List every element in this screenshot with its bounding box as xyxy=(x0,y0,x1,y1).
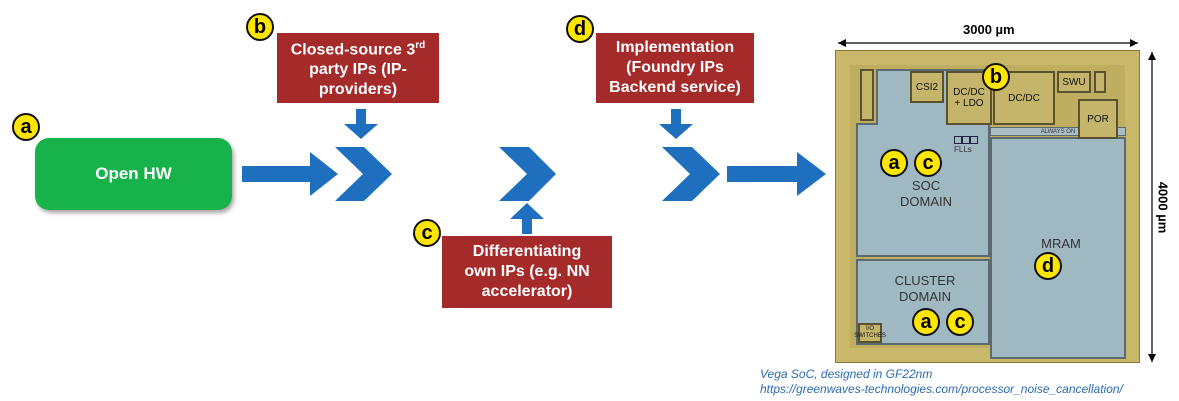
chip-block-tiny-right xyxy=(1094,71,1106,93)
badge-b: b xyxy=(246,13,274,41)
chip-badge-b: b xyxy=(982,63,1010,91)
dcdc-label: DC/DC xyxy=(1008,92,1040,104)
arrow-openhw-to-chevron1 xyxy=(242,152,338,196)
differentiating-line1: Differentiating xyxy=(472,243,582,260)
caption-line2: https://greenwaves-technologies.com/proc… xyxy=(760,382,1123,396)
implementation-box: Implementation (Foundry IPs Backend serv… xyxy=(596,33,754,103)
chip-badge-d-mram: d xyxy=(1034,252,1062,280)
differentiating-line2: own IPs (e.g. NN xyxy=(464,263,590,280)
dcdc-ldo-label: DC/DC + LDO xyxy=(953,87,985,109)
chip-block-tiny-left xyxy=(860,69,874,121)
chevron-1 xyxy=(335,147,392,201)
closed-source-line2: party IPs (IP- xyxy=(309,61,407,79)
fll-square-1 xyxy=(954,136,962,144)
chip-height-dimension xyxy=(1148,52,1156,362)
badge-c: c xyxy=(413,219,441,247)
always-on-label: ALWAYS ON xyxy=(1040,129,1076,135)
io-switches-label: I/O SWITCHES xyxy=(854,326,886,339)
chip-badge-a-soc: a xyxy=(880,149,908,177)
chip-badge-a-cluster: a xyxy=(912,308,940,336)
por-block: POR xyxy=(1078,99,1118,139)
csi2-block: CSI2 xyxy=(910,71,944,103)
chip-badge-c-soc: c xyxy=(914,149,942,177)
arrow-up-c xyxy=(510,203,544,234)
chevron-2 xyxy=(499,147,556,201)
fll-square-3 xyxy=(970,136,978,144)
arrow-down-b xyxy=(344,109,378,139)
swu-label: SWU xyxy=(1062,76,1086,88)
io-switches-block: I/O SWITCHES xyxy=(854,323,886,343)
implementation-line3: Backend service) xyxy=(609,79,741,96)
chip-badge-c-cluster: c xyxy=(946,308,974,336)
chevron-3 xyxy=(662,147,720,201)
chip-height-label: 4000 µm xyxy=(1155,181,1171,234)
closed-source-box: Closed-source 3rd party IPs (IP- provide… xyxy=(277,33,439,103)
closed-source-line1: Closed-source 3rd xyxy=(290,39,426,59)
caption-line1: Vega SoC, designed in GF22nm xyxy=(760,367,933,381)
always-on-strip: ALWAYS ON xyxy=(990,127,1126,136)
badge-d: d xyxy=(566,15,594,43)
chip-width-dimension xyxy=(838,39,1138,47)
badge-a-openhw: a xyxy=(12,113,40,141)
chip-die: ALWAYS ON CSI2 DC/DC + LDO DC/DC SWU POR… xyxy=(835,50,1140,363)
differentiating-box: Differentiating own IPs (e.g. NN acceler… xyxy=(442,236,612,308)
swu-block: SWU xyxy=(1057,71,1091,93)
cluster-domain-label: CLUSTER DOMAIN xyxy=(894,273,956,304)
arrow-down-d xyxy=(659,109,693,139)
implementation-line2: (Foundry IPs xyxy=(626,59,724,76)
mram-block xyxy=(990,137,1126,359)
csi2-label: CSI2 xyxy=(915,81,939,93)
chip-width-label: 3000 µm xyxy=(963,22,1015,37)
open-hw-label: Open HW xyxy=(95,164,172,183)
differentiating-line3: accelerator) xyxy=(481,283,573,300)
implementation-line1: Implementation xyxy=(615,39,735,56)
arrow-to-chip xyxy=(727,152,826,196)
closed-source-line3: providers) xyxy=(318,81,398,99)
fll-square-2 xyxy=(962,136,970,144)
por-label: POR xyxy=(1087,113,1109,125)
mram-label: MRAM xyxy=(1041,236,1081,251)
soc-domain-label: SOC DOMAIN xyxy=(900,178,952,209)
soc-domain-block xyxy=(856,123,990,257)
open-hw-box: Open HW xyxy=(35,138,232,210)
flls-label: FLLs xyxy=(954,145,972,154)
